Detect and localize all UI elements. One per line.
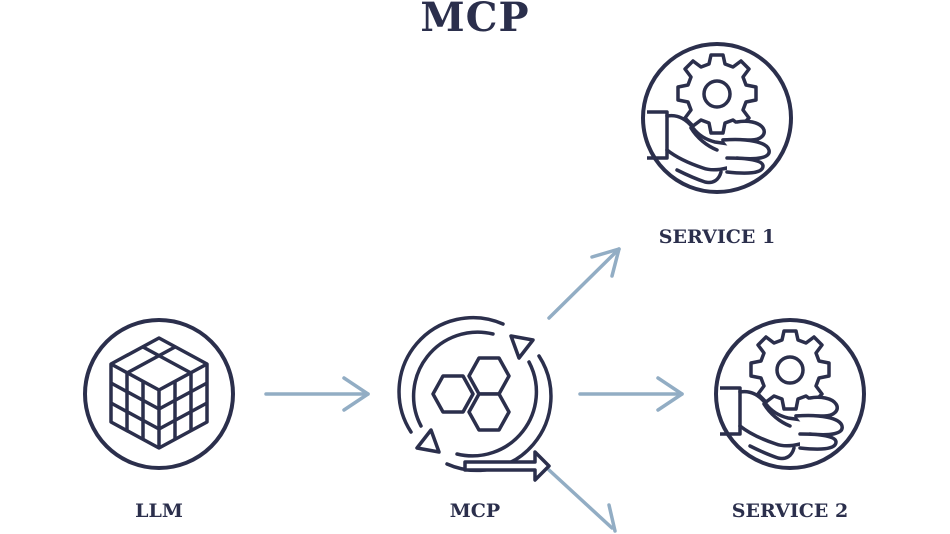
node-label-llm: LLM [135,500,183,522]
arrow-mcp-to-service2 [578,376,684,412]
gear-hand-icon [714,318,866,470]
node-label-service2: SERVICE 2 [731,500,849,522]
node-label-service1: SERVICE 1 [658,226,776,248]
hexagon-cycle-icon [397,315,553,482]
arrow-mcp-to-service1 [547,247,621,320]
arrow-mcp-to-offscreen [547,468,617,533]
node-label-mcp: MCP [449,500,501,522]
arrow-llm-to-mcp [264,376,370,412]
cube-icon [83,318,235,470]
gear-hand-icon [641,42,793,194]
diagram-title: MCP [420,0,530,41]
